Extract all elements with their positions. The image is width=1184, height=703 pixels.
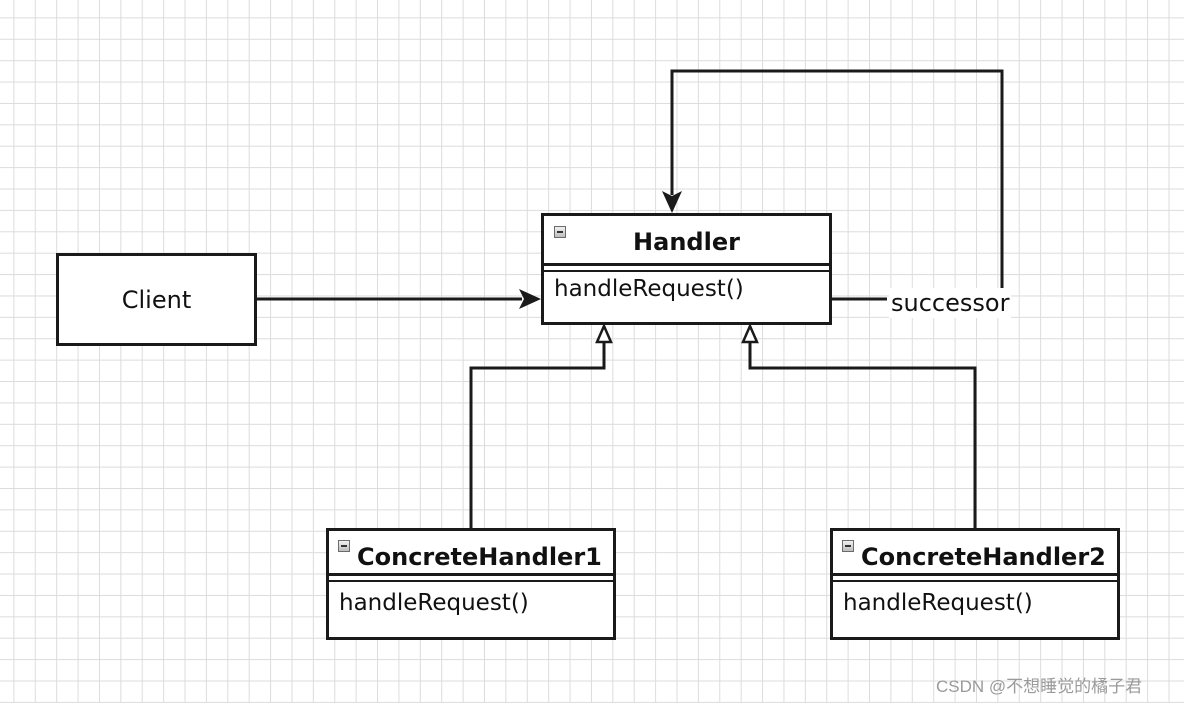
concrete-handler-1-name: ConcreteHandler1 <box>357 543 602 571</box>
concrete-handler-1-class[interactable]: ConcreteHandler1 handleRequest() <box>326 528 616 640</box>
attribute-compartment <box>833 576 1117 582</box>
concrete-handler-1-method: handleRequest() <box>339 590 529 616</box>
inherit-arrowhead-1 <box>595 322 613 344</box>
concrete-handler-2-method: handleRequest() <box>843 590 1033 616</box>
successor-arrowhead <box>662 191 682 213</box>
attribute-compartment <box>329 576 613 582</box>
attribute-compartment <box>544 266 829 272</box>
inherit-line-1 <box>469 340 606 528</box>
watermark: CSDN @不想睡觉的橘子君 <box>936 677 1143 696</box>
collapse-icon[interactable] <box>842 540 854 552</box>
inherit-line-2 <box>748 340 977 528</box>
concrete-handler-2-header: ConcreteHandler2 <box>833 531 1117 576</box>
handler-name: Handler <box>633 228 740 256</box>
concrete-handler-2-class[interactable]: ConcreteHandler2 handleRequest() <box>830 528 1120 640</box>
successor-loop-path <box>670 69 1004 288</box>
inherit-arrowhead-2 <box>741 322 759 344</box>
client-box[interactable]: Client <box>56 253 257 346</box>
concrete-handler-1-header: ConcreteHandler1 <box>329 531 613 576</box>
handler-header: Handler <box>544 216 829 266</box>
client-label: Client <box>121 285 192 314</box>
concrete-handler-2-name: ConcreteHandler2 <box>861 543 1106 571</box>
handler-method: handleRequest() <box>554 276 744 302</box>
collapse-icon[interactable] <box>554 226 566 238</box>
collapse-icon[interactable] <box>338 540 350 552</box>
client-to-handler-arrowhead <box>519 289 541 309</box>
handler-class[interactable]: Handler handleRequest() <box>541 213 832 325</box>
successor-label: successor <box>889 288 1012 318</box>
